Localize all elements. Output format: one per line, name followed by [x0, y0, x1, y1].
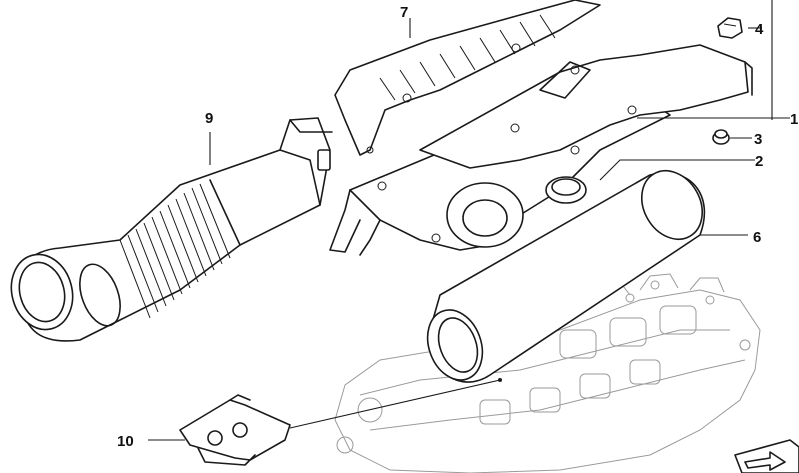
- part-9-intake-hose: [10, 117, 333, 342]
- callout-9: 9: [205, 110, 213, 127]
- callout-10: 10: [117, 433, 134, 450]
- hose-corrugations: [119, 183, 231, 319]
- intake-manifold-ghost: [334, 273, 761, 473]
- arrow-flag-icon[interactable]: [734, 439, 799, 473]
- part-1-upper-housing: [419, 44, 753, 169]
- callout-4: 4: [755, 21, 764, 38]
- part-6-air-filter: [426, 170, 706, 383]
- callout-2: 2: [755, 153, 763, 170]
- part-4-clip: [717, 17, 743, 39]
- callout-labels: 1 2 3 4 6 7 9 10: [117, 4, 798, 450]
- callout-6: 6: [753, 229, 761, 246]
- callout-7: 7: [400, 4, 408, 21]
- callout-1: 1: [790, 111, 798, 128]
- part-7-ribbed-duct: [334, 0, 601, 156]
- callout-3: 3: [754, 131, 762, 148]
- leader-lines: [148, 0, 790, 441]
- part-3-grommet: [712, 129, 730, 145]
- part-10-bracket: [179, 394, 291, 466]
